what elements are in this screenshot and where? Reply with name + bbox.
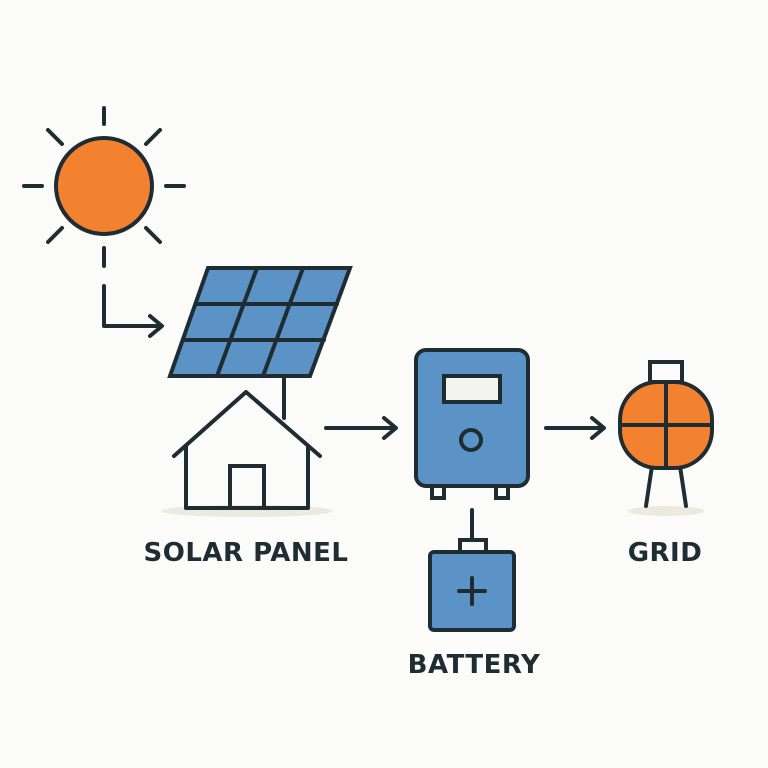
house-to-inverter-arrow xyxy=(324,416,398,440)
grid-label: GRID xyxy=(627,538,703,568)
battery-label: BATTERY xyxy=(407,650,541,680)
inverter-icon xyxy=(414,348,530,500)
battery-icon xyxy=(428,538,516,632)
inverter-to-grid-arrow xyxy=(544,416,606,440)
grid-icon xyxy=(618,360,714,516)
sun-icon xyxy=(22,106,186,268)
solar-panel-label: SOLAR PANEL xyxy=(143,538,349,568)
solar-panel-icon xyxy=(167,266,353,420)
sun-to-panel-arrow xyxy=(102,284,164,338)
house-icon xyxy=(161,390,333,517)
